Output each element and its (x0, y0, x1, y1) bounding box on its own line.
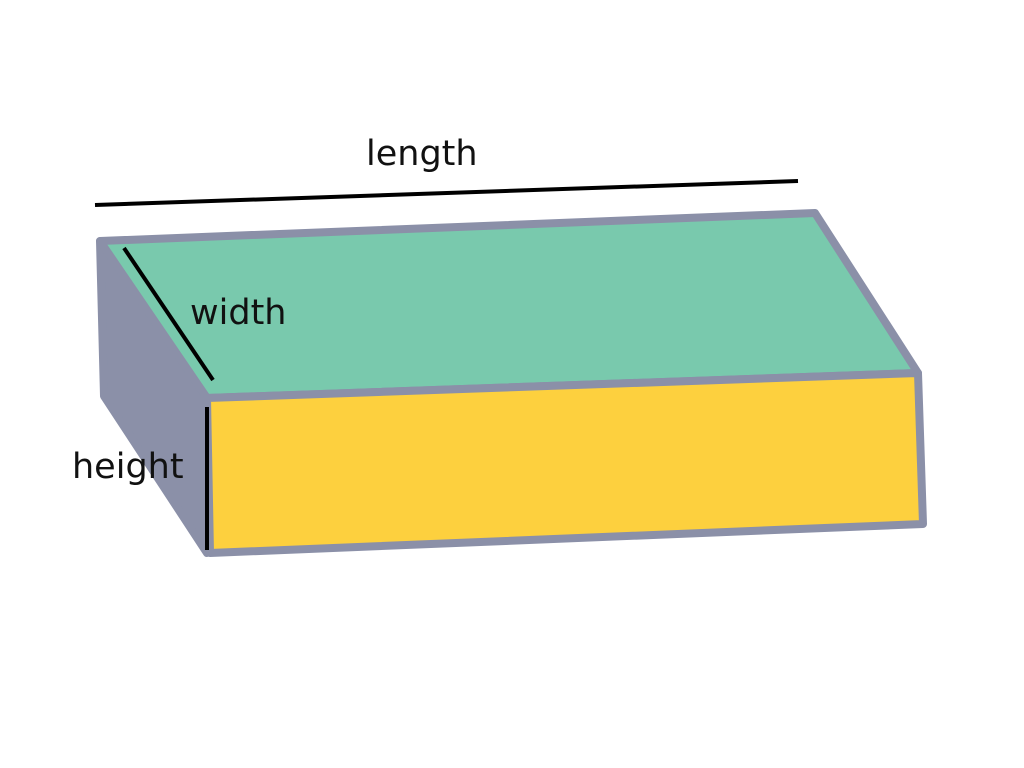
length-label: length (366, 134, 478, 174)
width-label: width (190, 293, 286, 333)
width-dimension-line (122, 246, 215, 382)
length-dimension-line (94, 179, 799, 207)
height-label: height (72, 447, 184, 487)
box-front-face (203, 369, 927, 557)
